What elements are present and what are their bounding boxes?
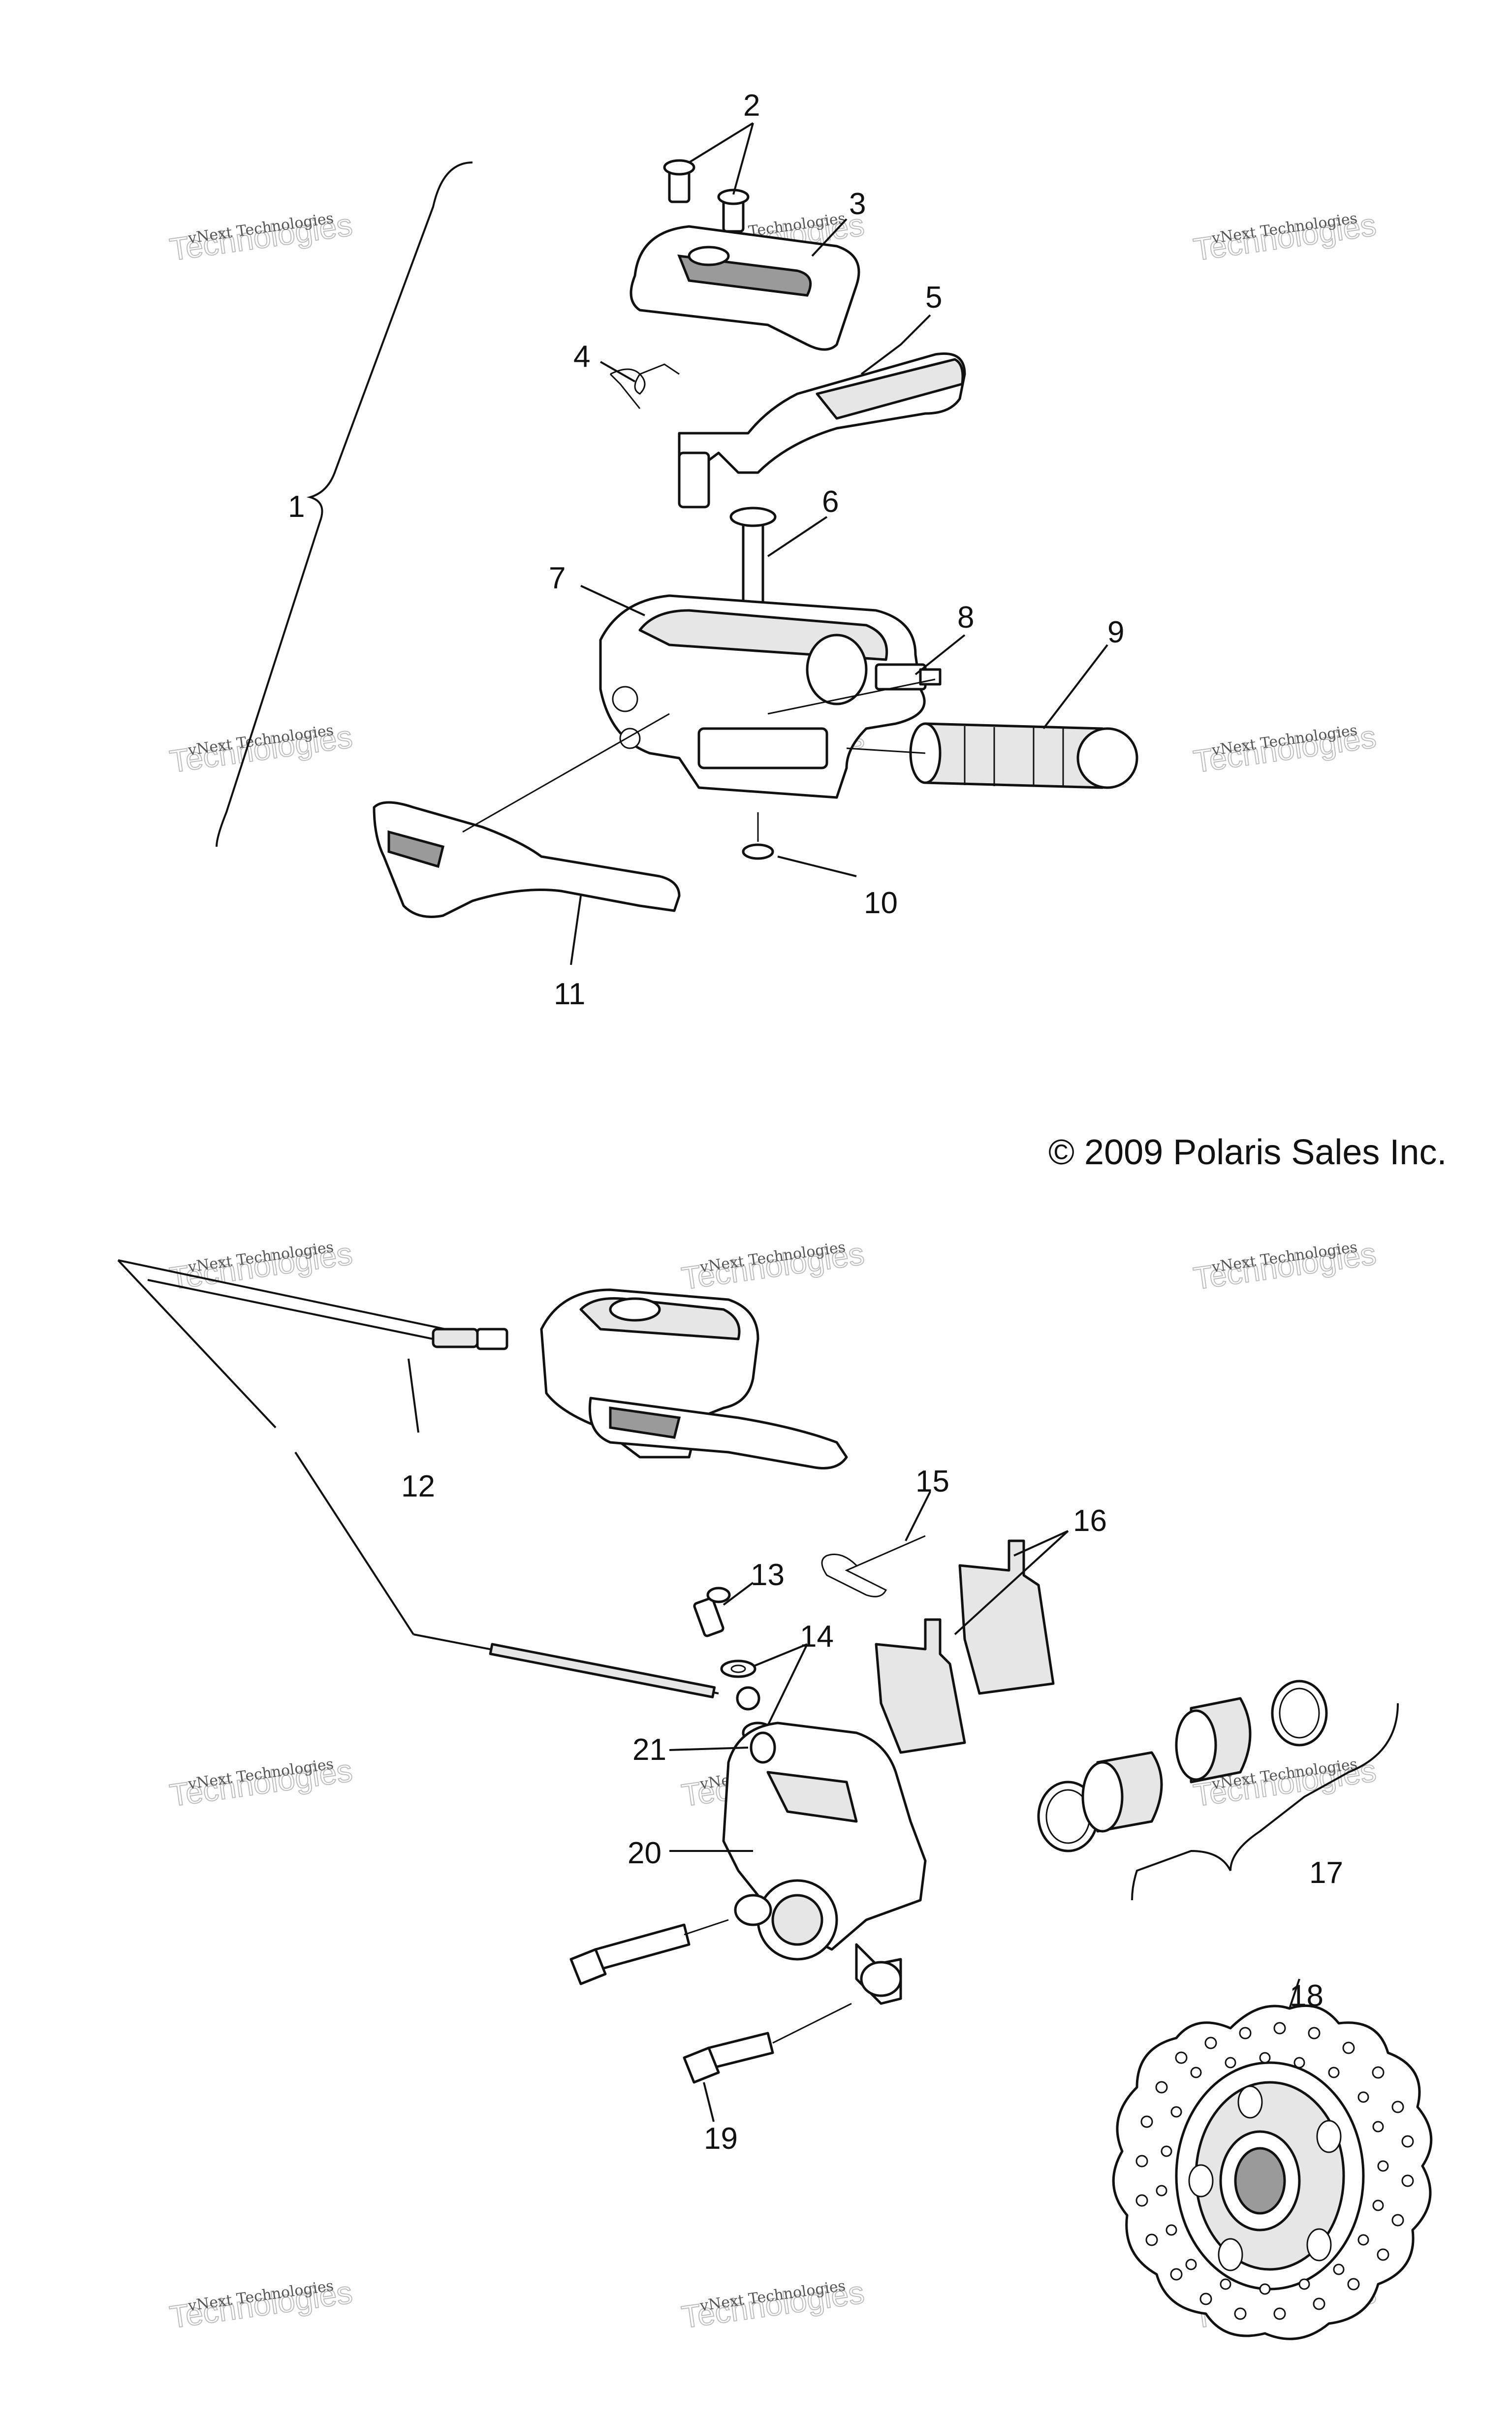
callout-17: 17	[1309, 1856, 1343, 1890]
pivot-pin-part-6	[729, 507, 777, 612]
master-cylinder-assembly	[216, 159, 1138, 918]
callout-11: 11	[554, 977, 585, 1011]
callout-4: 4	[573, 340, 590, 374]
copyright-notice: © 2009 Polaris Sales Inc.	[1048, 1133, 1447, 1172]
brake-rotor-part-18	[1112, 2004, 1433, 2340]
callout-13: 13	[751, 1558, 785, 1592]
callout-3: 3	[849, 187, 866, 221]
callout-19: 19	[704, 2122, 738, 2156]
watermarks: Technologies vNext Technologies Technolo…	[167, 206, 1379, 2335]
pad-pin-part-15	[821, 1535, 926, 1597]
watermark: Technologies vNext Technologies	[679, 1235, 867, 1297]
watermark: Technologies vNext Technologies	[167, 206, 355, 268]
callout-15: 15	[915, 1465, 949, 1498]
reservoir-cover-part-3	[630, 225, 860, 351]
brake-lever-part-11	[373, 801, 681, 918]
callout-12: 12	[401, 1469, 435, 1503]
callout-2: 2	[743, 89, 760, 123]
master-cylinder-body-part-7	[599, 594, 926, 799]
watermark: Technologies vNext Technologies	[1191, 1235, 1379, 1297]
callout-14: 14	[800, 1620, 834, 1654]
clip-part-10	[742, 843, 774, 860]
watermark: Technologies vNext Technologies	[167, 718, 355, 780]
caliper-bolt-part-19b	[683, 2032, 774, 2084]
callout-18: 18	[1290, 1979, 1323, 2013]
assembly-bracket	[216, 161, 473, 847]
caliper-piston-kit-part-17	[1037, 1680, 1399, 1901]
parking-lever-part-5	[678, 352, 966, 509]
callout-8: 8	[957, 601, 974, 635]
brake-caliper-part-20	[722, 1721, 927, 2005]
spring-part-4	[609, 363, 680, 409]
brake-switch-part-8	[875, 663, 942, 691]
callout-7: 7	[549, 561, 566, 595]
watermark: Technologies vNext Technologies	[1191, 206, 1379, 268]
watermark: Technologies vNext Technologies	[679, 2274, 867, 2335]
callout-5: 5	[925, 281, 942, 315]
screw-part-2b	[717, 189, 750, 233]
caliper-bolt-part-19a	[569, 1923, 691, 1985]
brake-pad-part-16a	[875, 1618, 966, 1754]
callout-10: 10	[864, 886, 898, 920]
callout-1: 1	[288, 490, 305, 524]
callout-21: 21	[632, 1733, 666, 1767]
bottom-callouts: 12 13 14 15 16 17 18 19 20 21	[401, 1465, 1343, 2156]
brake-line-upper-part-12	[147, 1279, 508, 1350]
callout-9: 9	[1107, 615, 1124, 649]
top-leaders	[570, 122, 1108, 965]
washer-part-14a	[720, 1659, 756, 1678]
callout-20: 20	[628, 1836, 662, 1870]
bleeder-screw-part-13	[693, 1587, 731, 1637]
watermark: Technologies vNext Technologies	[1191, 718, 1379, 780]
watermark: Technologies vNext Technologies	[167, 2274, 355, 2335]
watermark: Technologies vNext Technologies	[167, 1752, 355, 1814]
bleeder-part-21	[750, 1731, 776, 1764]
callout-16: 16	[1073, 1504, 1107, 1538]
screw-part-2a	[663, 159, 695, 203]
rotor-vent-holes	[1135, 2022, 1414, 2320]
brake-system-assembly	[117, 1259, 1433, 2340]
brake-line-lower-part-12	[413, 1633, 760, 1711]
top-callouts: 1 2 3 4 5 6 7 8 9 10 11	[288, 89, 1124, 1011]
callout-6: 6	[822, 485, 839, 519]
brake-pad-part-16b	[958, 1539, 1055, 1695]
master-cylinder-assembled	[540, 1288, 848, 1469]
bottom-leaders	[408, 1358, 1300, 2122]
watermark: Technologies vNext Technologies	[167, 1235, 355, 1297]
piston-part-9	[909, 722, 1138, 789]
